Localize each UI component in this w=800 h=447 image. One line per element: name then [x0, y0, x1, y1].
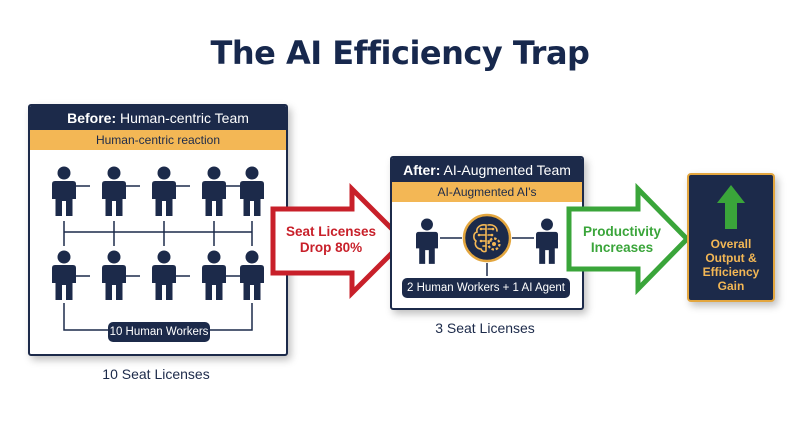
person-icon	[202, 166, 226, 216]
result-line3: Efficiency	[702, 265, 760, 279]
result-line2: Output &	[705, 251, 757, 265]
result-box: Overall Output & Efficiency Gain	[687, 173, 775, 302]
before-panel-header: Before: Human-centric Team	[30, 106, 286, 130]
person-icon	[240, 250, 264, 300]
before-caption: 10 Seat Licenses	[102, 366, 210, 382]
before-panel-subheader: Human-centric reaction	[30, 130, 286, 150]
person-icon	[152, 166, 176, 216]
ai-brain-icon	[462, 213, 512, 263]
before-panel: Before: Human-centric Team Human-centric…	[28, 104, 288, 356]
green-arrow-line2: Increases	[590, 240, 654, 255]
green-arrow-label: Productivity Increases	[572, 224, 672, 256]
after-panel-subheader: AI-Augmented AI's	[392, 182, 582, 202]
person-icon	[102, 250, 126, 300]
red-arrow-line2: Drop 80%	[299, 240, 363, 255]
person-icon	[102, 166, 126, 216]
person-icon	[240, 166, 264, 216]
ai-workers-pill: 2 Human Workers + 1 AI Agent	[402, 278, 570, 298]
ai-team-network	[440, 237, 534, 276]
before-header-bold: Before:	[67, 110, 117, 126]
person-icon	[52, 166, 76, 216]
result-line1: Overall	[710, 237, 752, 251]
before-header-rest: Human-centric Team	[116, 110, 249, 126]
red-arrow-line1: Seat Licenses	[285, 224, 377, 239]
result-text: Overall Output & Efficiency Gain	[689, 237, 773, 293]
human-workers-pill: 10 Human Workers	[108, 322, 210, 342]
page-title: The AI Efficiency Trap	[210, 34, 590, 72]
person-icon	[52, 250, 76, 300]
after-header-rest: AI-Augmented Team	[440, 162, 571, 178]
green-arrow	[566, 182, 691, 296]
human-team-network	[63, 185, 253, 331]
red-arrow-label: Seat Licenses Drop 80%	[276, 224, 386, 256]
green-arrow-line1: Productivity	[582, 224, 661, 239]
person-icon	[202, 250, 226, 300]
person-icon	[416, 218, 438, 264]
after-panel: After: AI-Augmented Team AI-Augmented AI…	[390, 156, 584, 310]
after-caption: 3 Seat Licenses	[435, 320, 535, 336]
person-icon	[536, 218, 558, 264]
result-line4: Gain	[717, 279, 745, 293]
person-icon	[152, 250, 176, 300]
after-header-bold: After:	[403, 162, 441, 178]
up-arrow-icon	[717, 185, 745, 229]
red-arrow	[270, 182, 408, 300]
after-panel-header: After: AI-Augmented Team	[392, 158, 582, 182]
